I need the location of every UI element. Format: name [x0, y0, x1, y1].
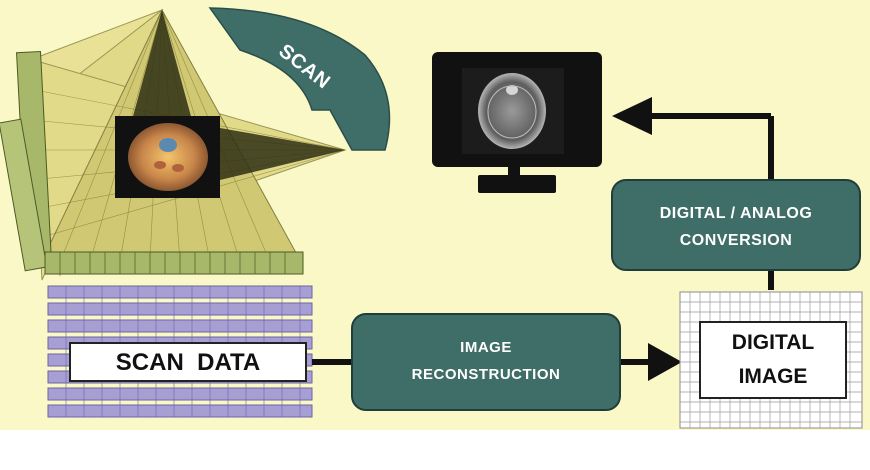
digital-image-grid	[679, 291, 863, 429]
digital-analog-label-2: CONVERSION	[679, 232, 793, 249]
monitor	[432, 52, 602, 193]
detector-array-left	[0, 50, 53, 272]
digital-image-label-1: DIGITAL	[731, 331, 815, 354]
digital-analog-conversion-box	[611, 179, 861, 271]
image-reconstruction-label-2: RECONSTRUCTION	[411, 366, 561, 383]
detector-array-bottom	[44, 251, 304, 275]
head-cross-section-image	[115, 116, 220, 198]
scan-data-label: SCAN DATA	[115, 349, 261, 376]
digital-analog-label-1: DIGITAL / ANALOG	[659, 205, 813, 222]
flow-arrows	[312, 97, 774, 381]
image-reconstruction-label-1: IMAGE	[460, 339, 512, 356]
scan-data-label-box	[69, 342, 307, 382]
scan-rotation-arrow	[208, 7, 391, 151]
xray-source-right	[220, 128, 345, 180]
image-reconstruction-box	[351, 313, 621, 411]
digital-image-label-2: IMAGE	[738, 365, 808, 388]
xray-source-top	[132, 10, 192, 120]
